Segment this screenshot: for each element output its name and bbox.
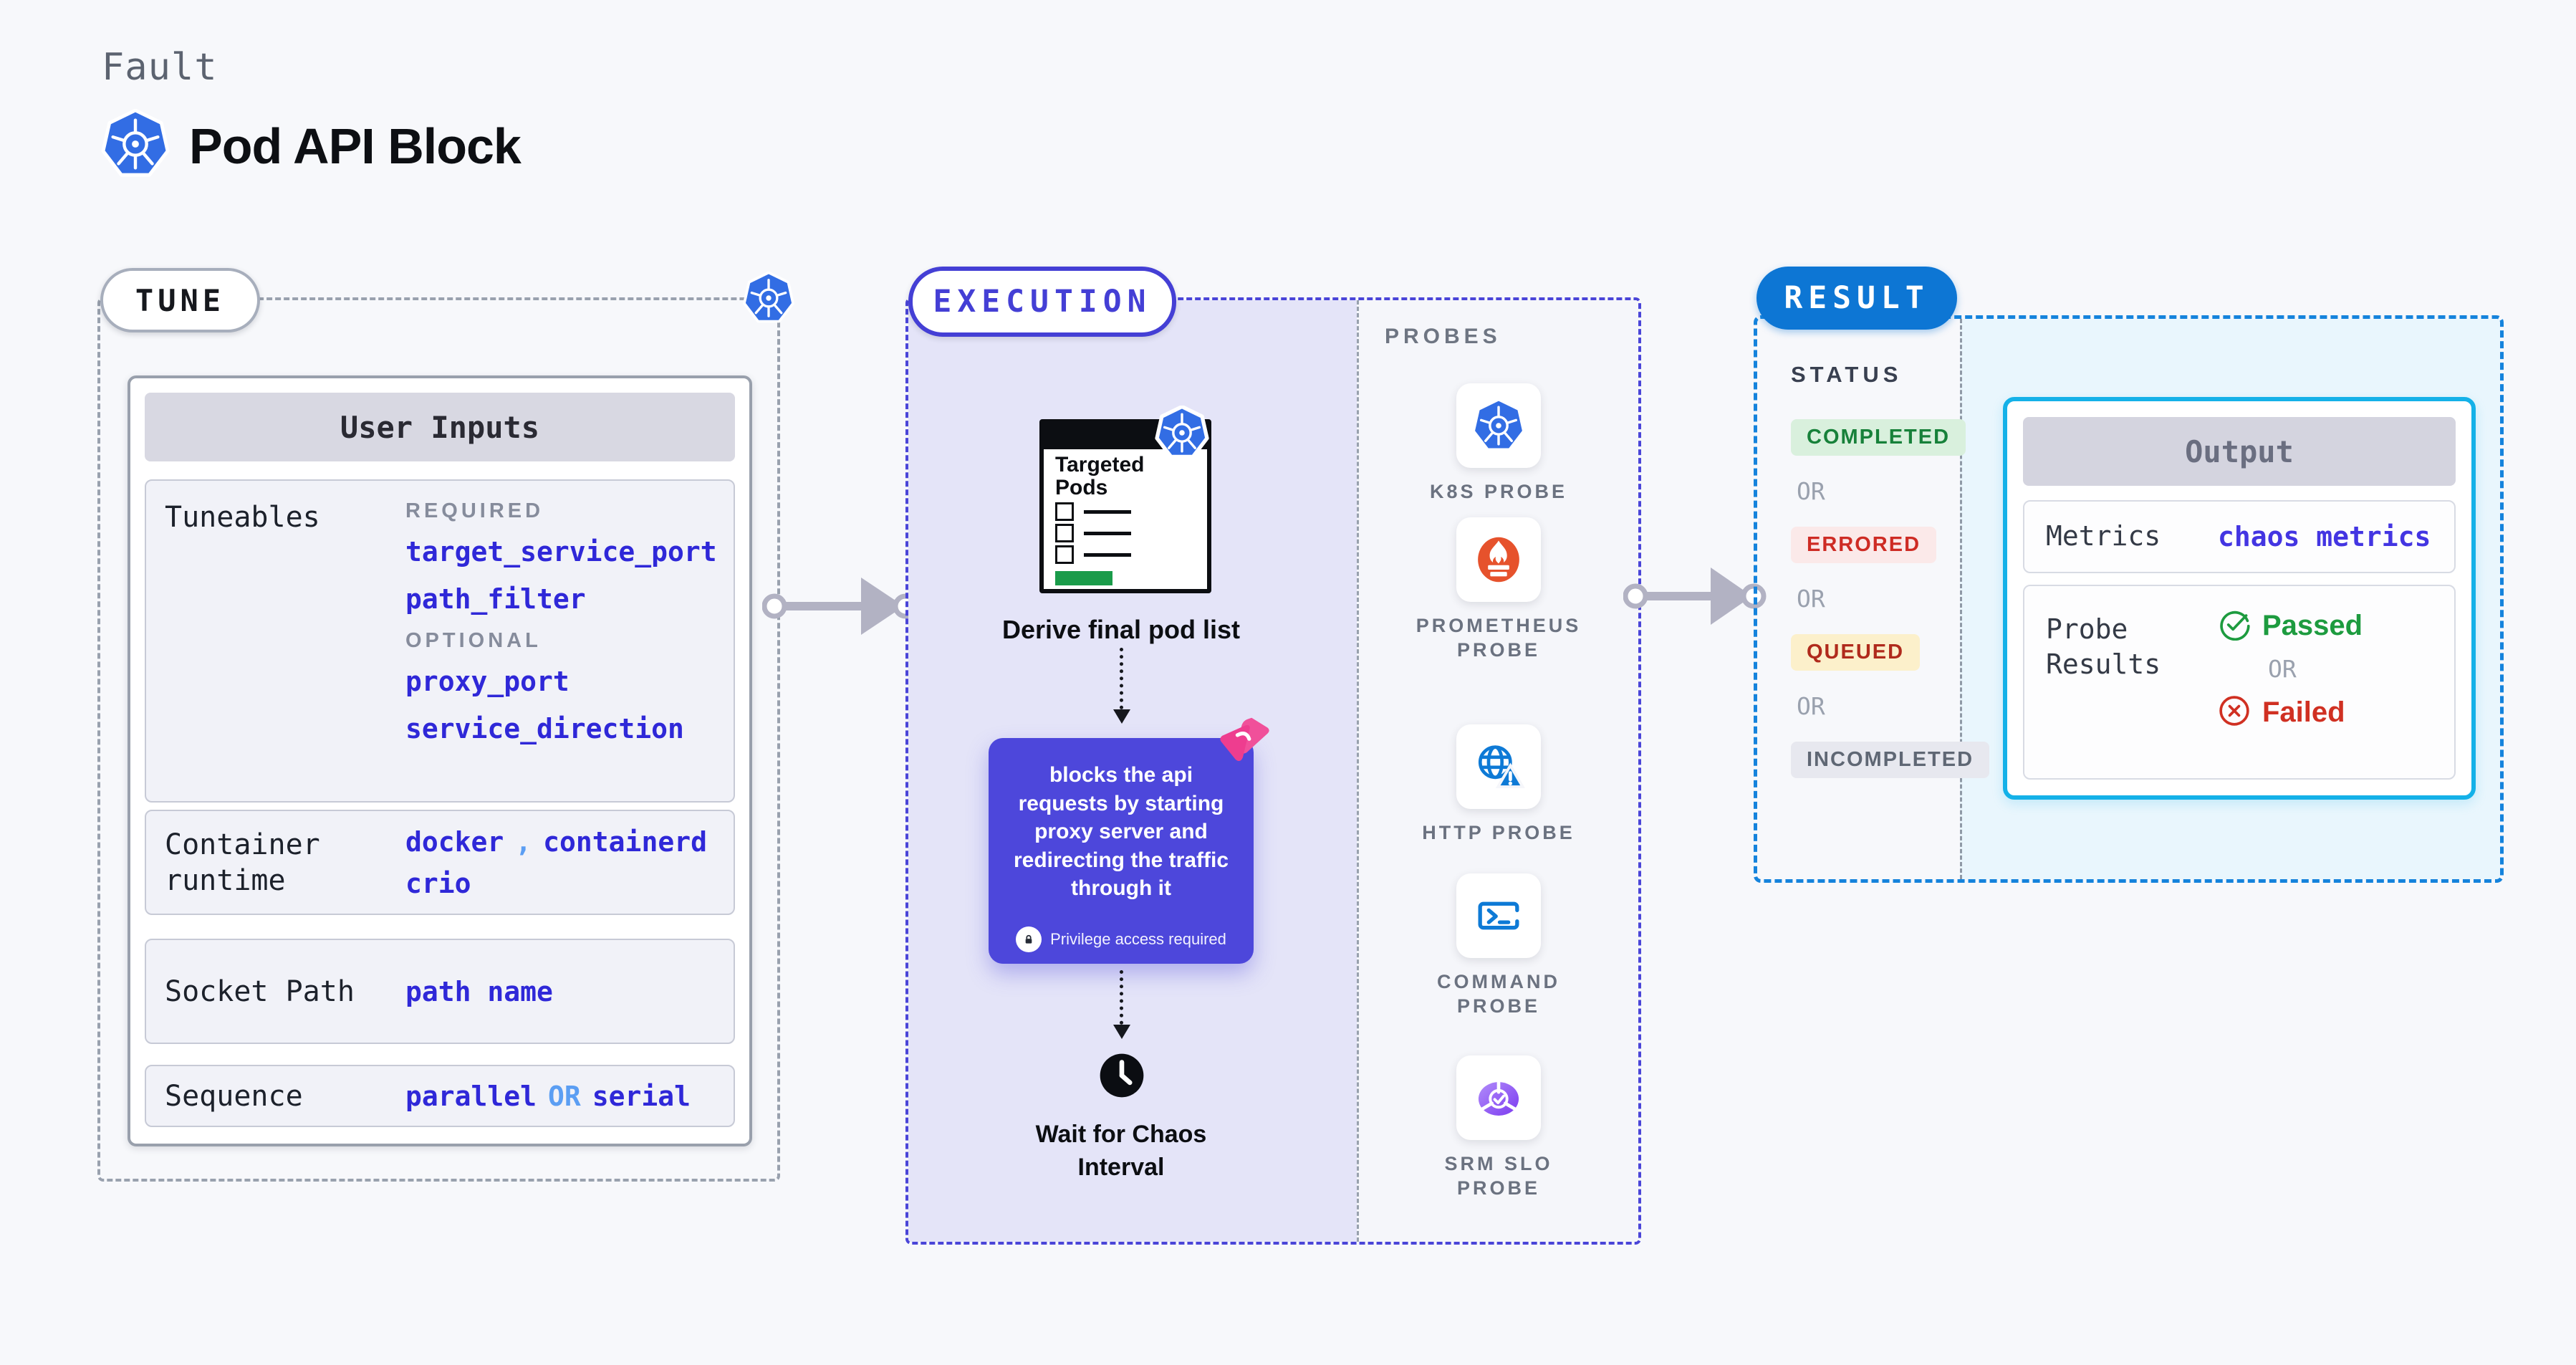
socket-path-row: Socket Path path name [145,939,735,1044]
probe-http: HTTP PROBE [1359,724,1638,845]
fault-action-box: blocks the api requests by starting prox… [989,738,1254,964]
status-column: STATUS COMPLETED OR ERRORED OR QUEUED OR… [1791,362,1990,778]
probe-label: HTTP PROBE [1422,822,1575,843]
status-badge-completed: COMPLETED [1791,419,1966,456]
metrics-value: chaos metrics [2218,521,2431,552]
tuneable-value: proxy_port [405,666,569,697]
probe-k8s: K8S PROBE [1359,383,1638,504]
passed-label: Passed [2262,609,2363,641]
kubernetes-icon [742,271,795,328]
flow-arrow [762,578,917,635]
probes-title: PROBES [1385,325,1501,348]
checkbox-row [1055,502,1196,521]
status-title: STATUS [1791,362,1903,387]
tuneables-label: Tuneables [165,501,320,534]
or-label: OR [1797,692,1825,720]
targeted-pods-node: Targeted Pods [1039,419,1211,593]
probe-srm-slo: SRM SLO PROBE [1359,1055,1638,1200]
required-label: REQUIRED [405,499,544,522]
separator: , [515,825,532,858]
or-label: OR [1797,477,1825,505]
progress-bar [1055,571,1112,585]
sequence-or: OR [548,1080,581,1112]
container-runtime-label: Container runtime [165,828,320,897]
kubernetes-icon [1155,404,1209,464]
slo-gauge-check-icon [1456,1055,1541,1140]
kubernetes-icon [100,108,170,183]
prometheus-icon [1456,517,1541,602]
result-badge: RESULT [1756,267,1957,330]
line-icon [1084,531,1131,535]
failed-line: Failed [2218,694,2345,730]
lock-icon [1016,926,1042,952]
socket-path-value: path name [405,975,553,1007]
user-inputs-header: User Inputs [145,393,735,461]
page-title: Pod API Block [189,118,522,174]
probe-results-label: Probe Results [2046,613,2161,681]
or-label: OR [1797,585,1825,613]
fault-kicker: Fault [102,46,218,89]
tuneable-value: path_filter [405,583,586,615]
or-label: OR [2268,655,2297,683]
probe-prometheus: PROMETHEUS PROBE [1359,517,1638,662]
down-arrow-icon [1113,970,1130,1039]
checkbox-row [1055,524,1196,542]
checkbox-row [1055,545,1196,564]
globe-warning-icon [1456,724,1541,809]
checkbox-icon [1055,545,1074,564]
status-badge-errored: ERRORED [1791,527,1937,563]
probe-command: COMMAND PROBE [1359,873,1638,1018]
execution-badge: EXECUTION [908,267,1176,337]
terminal-icon [1456,873,1541,958]
checkbox-icon [1055,524,1074,542]
sequence-value: serial [592,1080,691,1112]
probe-label: K8S PROBE [1429,481,1568,502]
sequence-row: Sequence parallel OR serial [145,1065,735,1127]
status-badge-incompleted: INCOMPLETED [1791,742,1990,778]
user-inputs-card: User Inputs Tuneables REQUIRED target_se… [128,375,752,1146]
check-circle-icon [2218,608,2251,643]
line-icon [1084,509,1131,514]
metrics-row: Metrics chaos metrics [2023,500,2456,573]
socket-path-label: Socket Path [165,974,355,1008]
failed-label: Failed [2262,696,2345,728]
probe-label: COMMAND PROBE [1437,971,1560,1017]
kubernetes-icon [1456,383,1541,468]
privilege-note: Privilege access required [989,926,1254,952]
metrics-label: Metrics [2046,520,2161,552]
checkbox-icon [1055,502,1074,521]
down-arrow-icon [1113,648,1130,724]
sequence-label: Sequence [165,1079,303,1113]
container-runtime-row: Container runtime docker , containerd cr… [145,810,735,915]
optional-label: OPTIONAL [405,629,542,652]
status-badge-queued: QUEUED [1791,634,1921,671]
output-header: Output [2023,417,2456,486]
sequence-value: parallel [405,1080,537,1112]
line-icon [1084,552,1131,557]
litmus-chaos-icon [1213,710,1273,774]
privilege-note-text: Privilege access required [1050,930,1226,948]
clipboard-title: Targeted Pods [1055,453,1145,499]
tune-section-box [97,297,780,1182]
derive-pod-list-caption: Derive final pod list [1001,615,1241,644]
probe-label: PROMETHEUS PROBE [1416,615,1582,661]
clock-icon [1098,1052,1145,1103]
output-card: Output Metrics chaos metrics Probe Resul… [2003,397,2476,800]
wait-chaos-interval-caption: Wait for Chaos Interval [1035,1121,1207,1181]
tune-badge: TUNE [100,268,260,332]
page-header: Pod API Block [100,108,522,183]
x-circle-icon [2218,694,2251,730]
passed-line: Passed [2218,608,2363,643]
tuneable-value: service_direction [405,713,684,744]
probe-label: SRM SLO PROBE [1444,1153,1553,1199]
runtime-value: containerd [543,825,707,858]
probes-panel: PROBES K8S PROBE [1357,300,1638,1242]
runtime-value: docker [405,825,504,858]
tuneable-value: target_service_port [405,536,717,567]
runtime-value: crio [405,867,471,899]
flow-arrow [1623,567,1767,625]
tuneables-row: Tuneables REQUIRED target_service_port p… [145,479,735,803]
probe-results-row: Probe Results Passed OR [2023,585,2456,780]
fault-action-text: blocks the api requests by starting prox… [1013,763,1229,901]
